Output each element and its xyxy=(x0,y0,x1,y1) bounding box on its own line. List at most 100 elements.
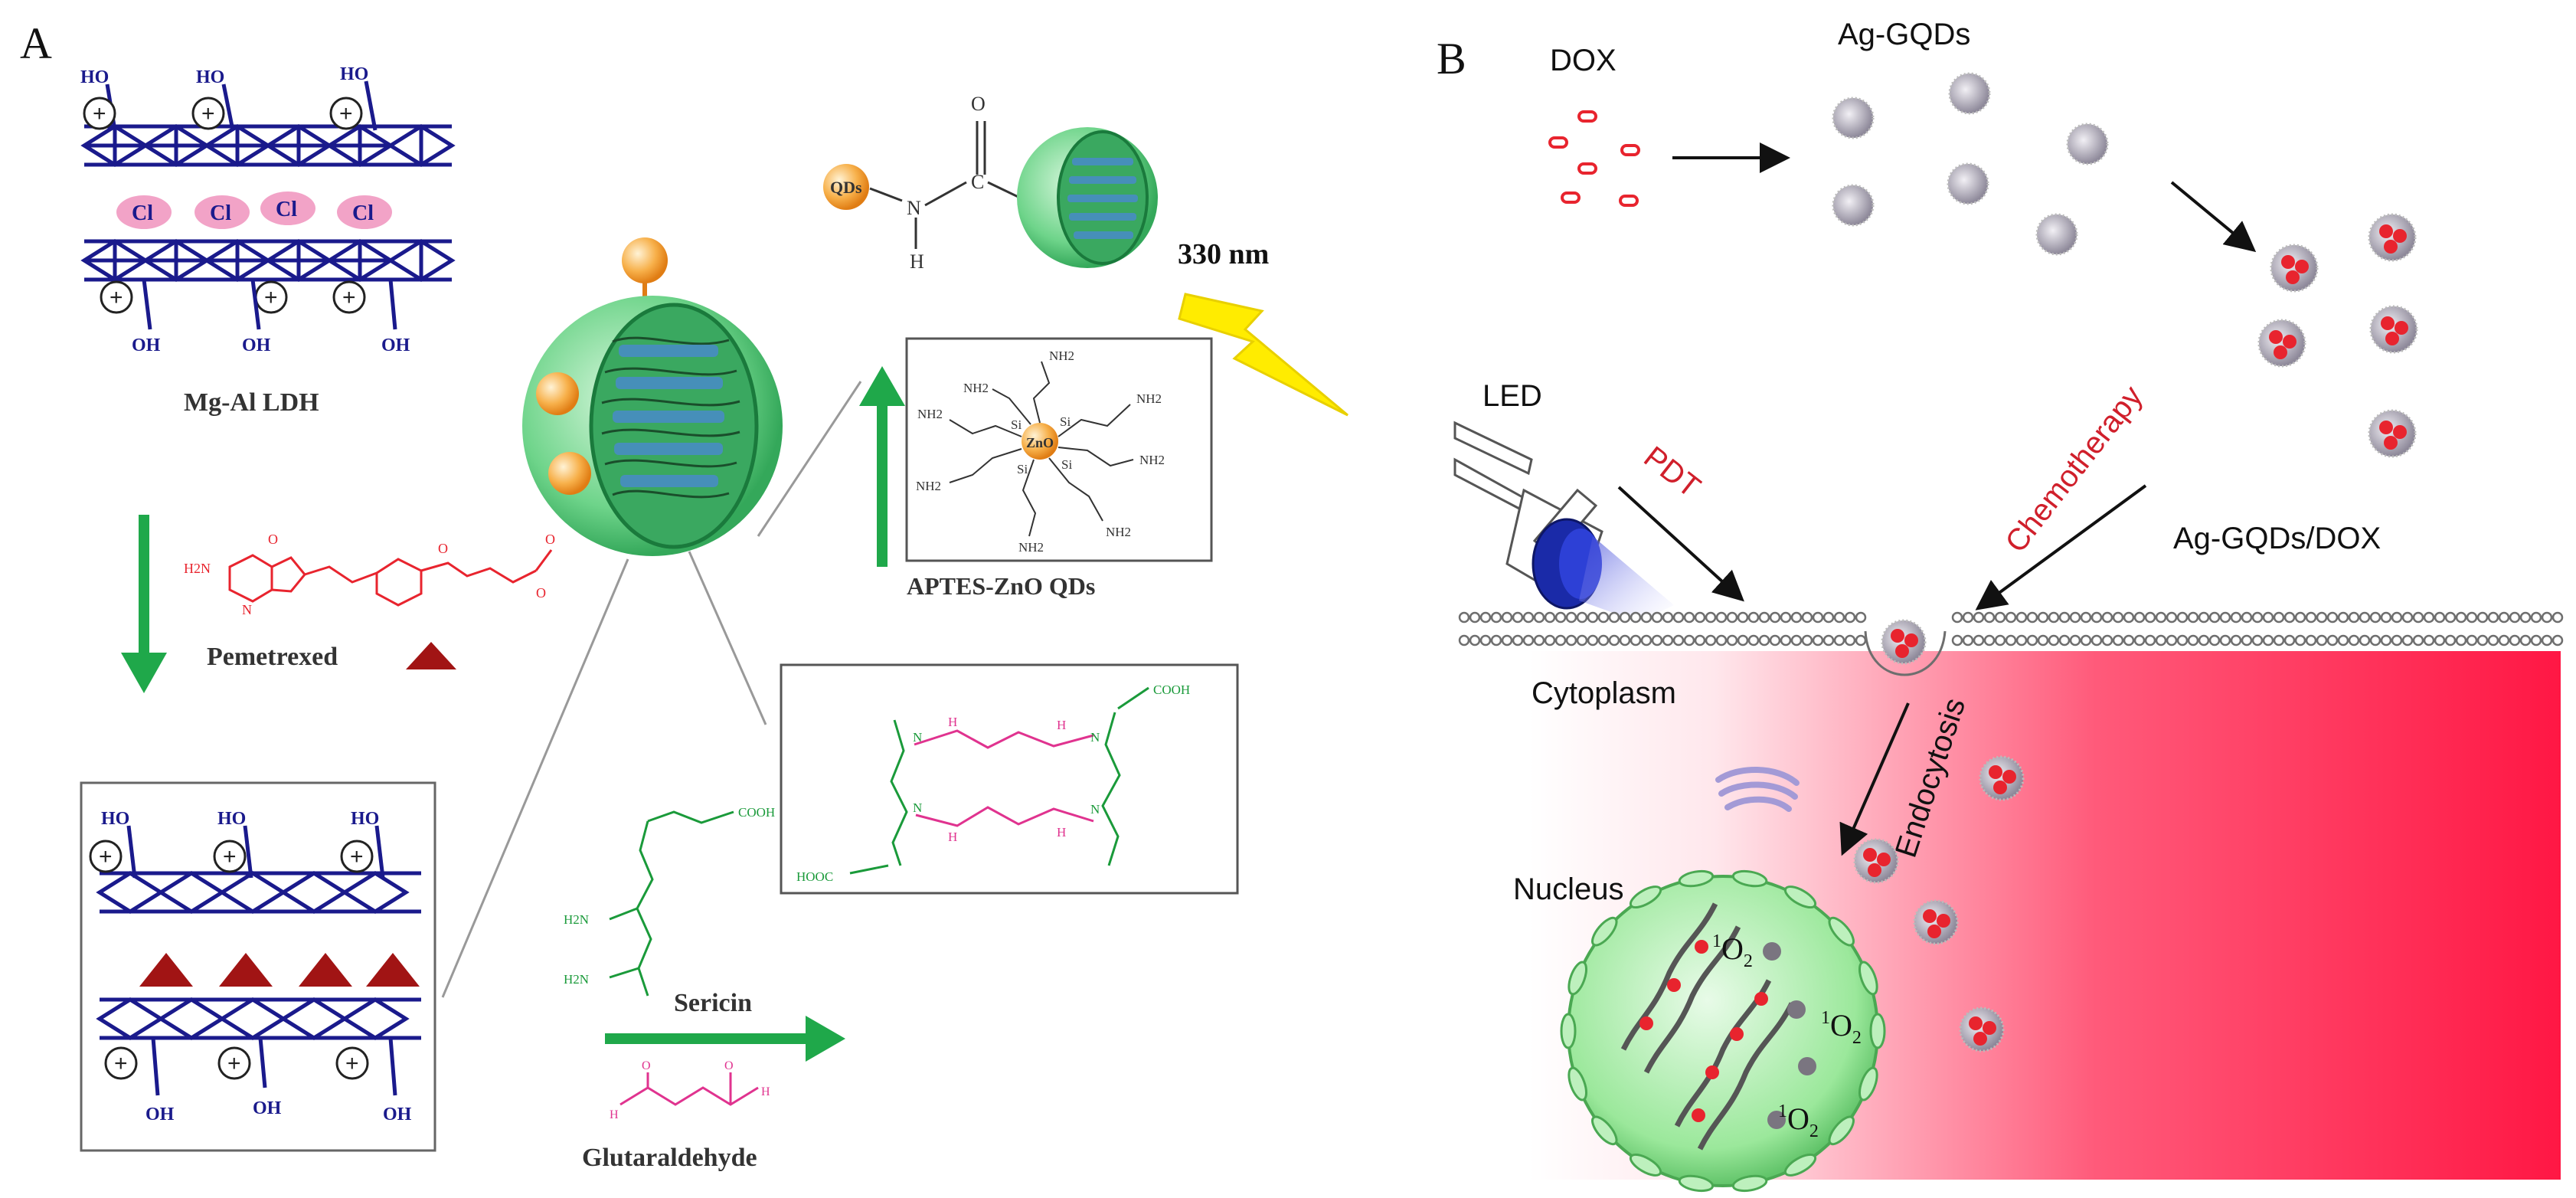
nuclear-pore xyxy=(1591,916,1618,947)
atom-label: Si xyxy=(1017,462,1028,476)
membrane-bead xyxy=(1790,634,1803,646)
membrane-bead xyxy=(2176,611,2189,624)
membrane-bead xyxy=(1672,611,1685,624)
membrane-bead xyxy=(1662,634,1674,646)
membrane-bead xyxy=(2241,611,2253,624)
membrane-bead xyxy=(1812,611,1824,624)
membrane-bead xyxy=(2155,611,2167,624)
membrane-bead xyxy=(1844,634,1856,646)
atom-label: N xyxy=(242,602,252,617)
membrane-bead xyxy=(2444,634,2457,646)
atom-label: HOOC xyxy=(796,869,833,884)
membrane-bead xyxy=(1801,634,1813,646)
nuclear-pore xyxy=(1678,869,1715,888)
membrane-bead xyxy=(1630,634,1642,646)
singlet-oxygen-label: 1O2 xyxy=(1778,1101,1819,1141)
nucleus: 1O2 1O2 1O2 xyxy=(1560,869,1886,1193)
membrane-bead xyxy=(2305,634,2317,646)
membrane-beads xyxy=(1458,611,2564,646)
atom-label: O xyxy=(268,532,278,547)
membrane-bead xyxy=(2251,611,2264,624)
membrane-bead xyxy=(2487,634,2499,646)
atom-label: H xyxy=(910,250,924,273)
membrane-bead xyxy=(2541,611,2553,624)
membrane-bead xyxy=(2187,611,2199,624)
membrane-bead xyxy=(2391,611,2403,624)
ag-gqds-dox-particles xyxy=(2257,213,2418,458)
atom-label: N xyxy=(1090,730,1100,745)
plus-label: + xyxy=(114,1051,128,1076)
membrane-bead xyxy=(1758,634,1770,646)
atom-label: H xyxy=(948,715,957,729)
membrane-bead xyxy=(2466,611,2478,624)
membrane-bead xyxy=(2423,611,2435,624)
membrane-bead xyxy=(2316,611,2328,624)
loaded-particle xyxy=(2257,319,2306,368)
aptes-label: APTES-ZnO QDs xyxy=(907,572,1095,600)
membrane-bead xyxy=(1458,634,1470,646)
membrane-bead xyxy=(2348,634,2360,646)
atom-label: Si xyxy=(1011,417,1022,432)
membrane-bead xyxy=(1983,611,1996,624)
membrane-bead xyxy=(2294,634,2306,646)
membrane-bead xyxy=(2080,634,2092,646)
ldh-oh-labels: OH OH OH xyxy=(132,336,410,355)
sericin-label: Sericin xyxy=(674,989,752,1017)
membrane-bead xyxy=(2037,634,2049,646)
ho-label: HO xyxy=(101,809,129,829)
membrane-bead xyxy=(1458,611,1470,624)
membrane-bead xyxy=(2401,634,2414,646)
aptes-zno-box: ZnO NH2 NH2 NH2 NH2 NH2 NH2 NH2 NH2 xyxy=(905,337,1213,562)
nuclear-pore xyxy=(1858,1066,1878,1101)
membrane-bead xyxy=(2283,634,2296,646)
sericin-structure: COOH H2N H2N xyxy=(564,805,775,997)
nuclear-pore xyxy=(1568,1066,1588,1101)
membrane-bead xyxy=(2519,611,2532,624)
dox-label: DOX xyxy=(1550,44,1617,77)
membrane-bead xyxy=(1747,611,1760,624)
membrane-bead xyxy=(1565,611,1577,624)
membrane-bead xyxy=(1812,634,1824,646)
membrane-bead xyxy=(2080,611,2092,624)
atom-label: N xyxy=(913,730,922,745)
membrane-bead xyxy=(1726,634,1738,646)
membrane-bead xyxy=(1608,611,1620,624)
sericin-arrow xyxy=(605,1016,845,1062)
membrane-bead xyxy=(1544,611,1556,624)
membrane-bead xyxy=(1533,634,1545,646)
membrane-bead xyxy=(1651,634,1663,646)
membrane-bead xyxy=(2444,611,2457,624)
chloride-label: Cl xyxy=(210,201,231,225)
nucleus-label: Nucleus xyxy=(1513,872,1624,906)
membrane-bead xyxy=(2476,634,2489,646)
membrane-bead xyxy=(1780,634,1792,646)
membrane-bead xyxy=(1769,611,1781,624)
atom-label: NH2 xyxy=(917,407,943,421)
membrane-bead xyxy=(1672,634,1685,646)
membrane-bead xyxy=(2369,634,2381,646)
ldh-nanoparticle xyxy=(522,237,783,556)
atom-label: H2N xyxy=(564,912,589,927)
membrane-bead xyxy=(2530,611,2542,624)
membrane-bead xyxy=(2412,611,2424,624)
membrane-bead xyxy=(1833,634,1845,646)
nanoparticle-sheets xyxy=(613,345,724,487)
loaded-particle xyxy=(1959,1007,2005,1052)
membrane-bead xyxy=(1479,611,1492,624)
membrane-bead xyxy=(2230,634,2242,646)
membrane-bead xyxy=(2434,611,2446,624)
atom-label: C xyxy=(971,171,984,193)
membrane-bead xyxy=(1490,634,1502,646)
plus-label: + xyxy=(223,844,237,869)
membrane-bead xyxy=(2434,634,2446,646)
membrane-bead xyxy=(1737,634,1749,646)
membrane-bead xyxy=(2262,611,2274,624)
crosslink-box: COOH HOOC N N N N H H H H xyxy=(780,663,1239,895)
membrane-bead xyxy=(1683,634,1695,646)
membrane-bead xyxy=(1469,634,1481,646)
nuclear-pores xyxy=(1560,869,1886,1193)
plus-label: + xyxy=(345,1051,359,1076)
membrane-bead xyxy=(2273,611,2285,624)
membrane-bead xyxy=(2455,611,2467,624)
membrane-bead xyxy=(1512,611,1524,624)
